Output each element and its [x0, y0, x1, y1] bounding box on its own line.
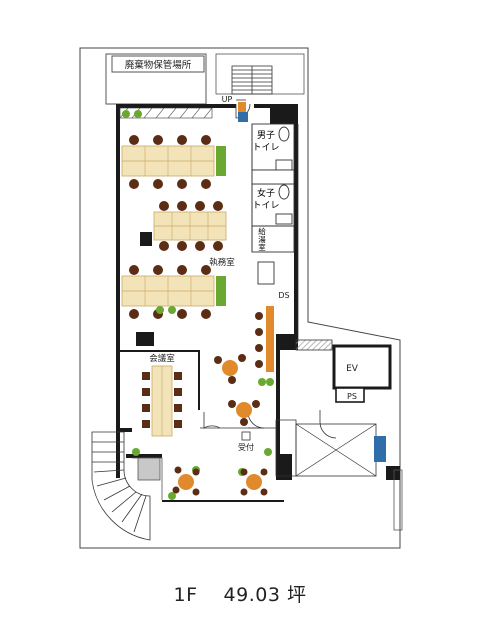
entry-vestibule	[137, 457, 161, 481]
floor-area: 49.03	[223, 584, 281, 606]
womens-toilet-label-2: トイレ	[252, 201, 279, 211]
desk-cluster-2	[153, 211, 227, 241]
counter-chairs	[255, 312, 263, 368]
desk-cluster-3	[121, 275, 215, 307]
chairs-cluster-1	[129, 135, 211, 189]
reception-label: 受付	[238, 442, 254, 452]
mens-toilet-label: 男子	[257, 130, 275, 141]
ds-label: DS	[278, 291, 289, 300]
lounge-table-1	[214, 354, 246, 384]
reception-desk	[241, 431, 251, 441]
kyuto-label-1: 給	[258, 226, 266, 236]
stairs-top	[231, 65, 273, 95]
area-unit: 坪	[286, 584, 307, 606]
up-label: UP	[222, 95, 233, 104]
copier	[140, 232, 152, 246]
womens-toilet-label: 女子	[257, 187, 275, 199]
storage-counter	[266, 306, 274, 372]
waste-storage-label: 廃棄物保管場所	[125, 59, 192, 71]
floor-caption: 1F 49.03 坪	[0, 580, 480, 607]
meeting-room: 会議室	[120, 350, 200, 437]
waste-storage-area: 廃棄物保管場所	[105, 53, 305, 105]
meeting-room-label: 会議室	[149, 353, 175, 364]
plants	[122, 110, 274, 500]
desk-cluster-1	[121, 145, 215, 177]
ev-label: EV	[346, 364, 359, 374]
mens-toilet-label-2: トイレ	[252, 143, 279, 153]
chairs-cluster-2	[159, 201, 223, 251]
shelf	[238, 102, 246, 112]
toilet-divider	[251, 169, 295, 185]
kyuto-label-2: 湯	[258, 234, 266, 244]
meeting-chairs	[142, 372, 182, 428]
spiral-stairs	[91, 431, 151, 541]
entrance-table-2	[240, 468, 268, 496]
entrance-table-1	[172, 466, 200, 496]
walls	[116, 104, 298, 502]
kyuto-label-3: 室	[258, 242, 266, 252]
interior-lines	[200, 124, 299, 429]
core: EV PS	[275, 339, 403, 531]
floor-level: 1F	[173, 584, 198, 606]
site-boundary	[79, 47, 401, 549]
cabinet	[238, 112, 248, 122]
office-label: 執務室	[209, 257, 235, 268]
window-strip	[119, 107, 213, 119]
lounge-table-2	[228, 400, 260, 426]
ps-label: PS	[347, 392, 357, 401]
